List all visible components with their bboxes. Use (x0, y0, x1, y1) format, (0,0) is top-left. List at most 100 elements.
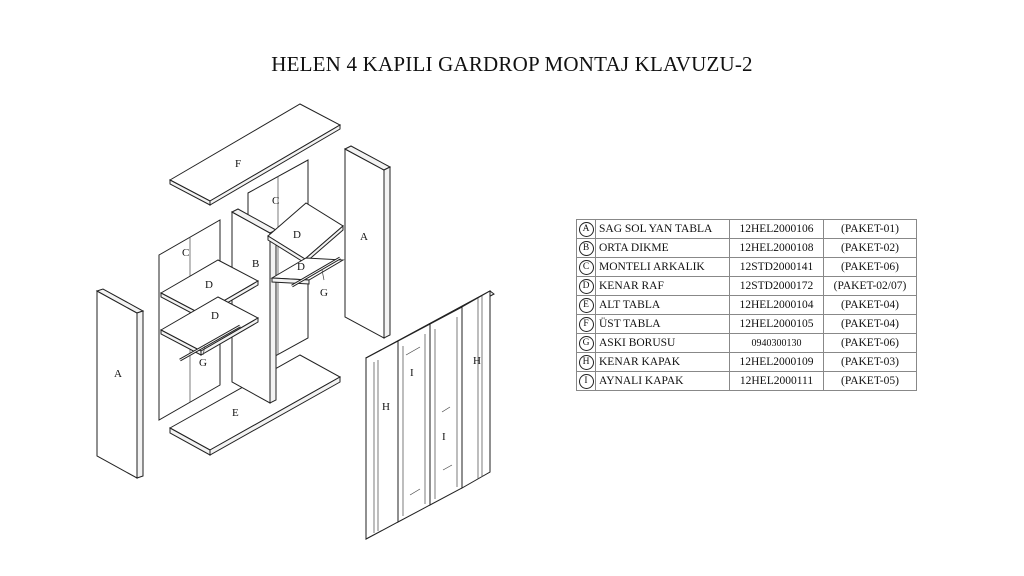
parts-table: A SAG SOL YAN TABLA 12HEL2000106 (PAKET-01)… (576, 219, 917, 391)
part-name-cell: KENAR RAF (595, 276, 730, 296)
part-name-cell: ASKI BORUSU (595, 333, 730, 353)
label-c-right: C (272, 195, 279, 207)
part-package-cell: (PAKET-02/07) (823, 276, 917, 296)
part-letter-cell: F (576, 314, 596, 334)
part-name: ALT TABLA (599, 299, 661, 311)
label-i-1: I (410, 367, 414, 379)
right-lower-shelf: D (270, 257, 345, 285)
part-package-cell: (PAKET-05) (823, 371, 917, 391)
label-a-right: A (360, 231, 368, 243)
left-side-panel: A (95, 288, 145, 479)
part-name-cell: AYNALI KAPAK (595, 371, 730, 391)
part-package: (PAKET-02) (841, 242, 899, 254)
door-set: H I I H (365, 290, 495, 540)
part-package: (PAKET-04) (841, 299, 899, 311)
label-h-right: H (473, 355, 481, 367)
label-g-right: G (320, 287, 328, 299)
right-side-panel: A (343, 145, 392, 339)
part-code: 12HEL2000111 (739, 375, 814, 387)
part-code: 12HEL2000108 (739, 242, 814, 254)
part-letter-badge: D (578, 278, 594, 294)
parts-row: C MONTELI ARKALIK 12STD2000141 (PAKET-06) (576, 257, 917, 277)
part-code-cell: 12HEL2000111 (729, 371, 824, 391)
parts-table-body: A SAG SOL YAN TABLA 12HEL2000106 (PAKET-01)… (576, 219, 917, 391)
parts-row: G ASKI BORUSU 0940300130 (PAKET-06) (576, 333, 917, 353)
hanging-rod-left: G (179, 324, 241, 369)
part-name-cell: ÜST TABLA (595, 314, 730, 334)
part-letter-badge: B (578, 240, 594, 256)
part-code: 12HEL2000109 (739, 356, 814, 368)
part-letter-badge: F (578, 316, 594, 332)
parts-row: F ÜST TABLA 12HEL2000105 (PAKET-04) (576, 314, 917, 334)
parts-row: A SAG SOL YAN TABLA 12HEL2000106 (PAKET-01) (576, 219, 917, 239)
parts-row: B ORTA DIKME 12HEL2000108 (PAKET-02) (576, 238, 917, 258)
part-package: (PAKET-06) (841, 261, 899, 273)
label-a-left: A (114, 368, 122, 380)
part-letter-badge: A (578, 221, 594, 237)
part-letter-badge: E (578, 297, 594, 313)
part-package-cell: (PAKET-01) (823, 219, 917, 239)
part-letter-cell: G (576, 333, 596, 353)
label-b: B (252, 258, 259, 270)
part-package-cell: (PAKET-06) (823, 333, 917, 353)
part-code-cell: 12HEL2000104 (729, 295, 824, 315)
part-code: 12HEL2000106 (739, 223, 814, 235)
part-name-cell: ORTA DIKME (595, 238, 730, 258)
label-d-1: D (205, 279, 213, 291)
part-name: ASKI BORUSU (599, 337, 676, 349)
part-code-cell: 12HEL2000109 (729, 352, 824, 372)
top-board: F (168, 103, 342, 206)
part-letter-cell: I (576, 371, 596, 391)
part-code-cell: 12STD2000172 (729, 276, 824, 296)
part-letter-cell: D (576, 276, 596, 296)
part-package: (PAKET-05) (841, 375, 899, 387)
part-name-cell: MONTELI ARKALIK (595, 257, 730, 277)
part-package: (PAKET-04) (841, 318, 899, 330)
part-package: (PAKET-02/07) (833, 280, 907, 292)
part-name: ORTA DIKME (599, 242, 669, 254)
label-g-left: G (199, 357, 207, 369)
part-letter-badge: C (578, 259, 594, 275)
part-name: MONTELI ARKALIK (599, 261, 705, 273)
hanging-rod-right: G (291, 256, 341, 299)
part-package-cell: (PAKET-02) (823, 238, 917, 258)
part-code: 12HEL2000105 (739, 318, 814, 330)
part-package: (PAKET-03) (841, 356, 899, 368)
label-d-4: D (297, 261, 305, 273)
part-name-cell: SAG SOL YAN TABLA (595, 219, 730, 239)
part-package-cell: (PAKET-03) (823, 352, 917, 372)
part-letter-cell: C (576, 257, 596, 277)
label-e: E (232, 407, 239, 419)
part-name-cell: KENAR KAPAK (595, 352, 730, 372)
page-title: HELEN 4 KAPILI GARDROP MONTAJ KLAVUZU-2 (271, 52, 753, 76)
part-letter-cell: A (576, 219, 596, 239)
label-d-2: D (211, 310, 219, 322)
part-code: 12STD2000172 (739, 280, 814, 292)
part-package-cell: (PAKET-04) (823, 295, 917, 315)
label-i-2: I (442, 431, 446, 443)
right-upper-shelf: D (267, 202, 344, 265)
part-letter-cell: B (576, 238, 596, 258)
part-name-cell: ALT TABLA (595, 295, 730, 315)
part-code-cell: 0940300130 (729, 333, 824, 353)
left-lower-shelf: D (159, 296, 260, 356)
part-code: 0940300130 (751, 338, 802, 349)
part-package-cell: (PAKET-06) (823, 257, 917, 277)
part-code: 12HEL2000104 (739, 299, 814, 311)
part-code-cell: 12HEL2000105 (729, 314, 824, 334)
part-name: ÜST TABLA (599, 318, 661, 330)
part-code: 12STD2000141 (739, 261, 814, 273)
label-f: F (235, 158, 241, 170)
part-package: (PAKET-06) (841, 337, 899, 349)
part-code-cell: 12STD2000141 (729, 257, 824, 277)
part-name: KENAR KAPAK (599, 356, 681, 368)
label-h-left: H (382, 401, 390, 413)
part-letter-cell: E (576, 295, 596, 315)
part-letter-badge: G (578, 335, 594, 351)
part-letter-cell: H (576, 352, 596, 372)
label-d-3: D (293, 229, 301, 241)
part-name: SAG SOL YAN TABLA (599, 223, 713, 235)
